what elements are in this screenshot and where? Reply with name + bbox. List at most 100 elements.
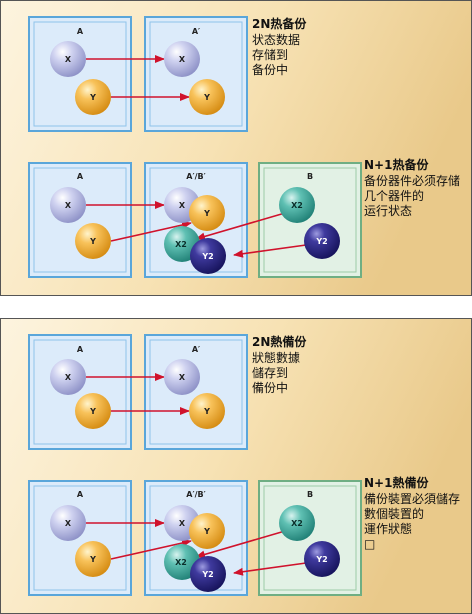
node-x2-label: X2	[291, 201, 303, 210]
desc-line-3: 運作狀態	[364, 521, 412, 536]
section-n1: A A′/B′ B X Y X Y X2 Y2 X2 Y2 N+1热备份 备份器…	[28, 157, 460, 278]
node-y-label: Y	[89, 407, 96, 416]
box-a-prime-label: A′	[192, 27, 200, 36]
node-x	[50, 505, 86, 541]
box-a	[28, 162, 132, 278]
arrow-x2-to-backup	[195, 212, 286, 241]
node-y	[75, 79, 111, 115]
section-title: 2N热备份	[252, 16, 307, 31]
node-x-backup-label: X	[179, 373, 186, 382]
box-b-label: B	[307, 172, 313, 181]
desc-line-1: 備份裝置必須儲存	[364, 491, 460, 506]
node-x-label: X	[65, 373, 72, 382]
node-y-backup	[189, 393, 225, 429]
node-x2	[279, 505, 315, 541]
node-y-backup-label: Y	[203, 93, 210, 102]
arrow-y-to-backup	[110, 221, 192, 242]
box-a-label: A	[77, 172, 84, 181]
box-a-prime	[144, 16, 248, 132]
node-y-label: Y	[89, 93, 96, 102]
box-a-prime-label: A′	[192, 345, 200, 354]
box-a-b-prime-inner	[149, 167, 243, 273]
node-y-backup	[189, 195, 225, 231]
box-a-inner	[33, 167, 127, 273]
node-x	[50, 41, 86, 77]
desc-line-4: □	[364, 537, 375, 551]
node-x-backup-label: X	[179, 519, 186, 528]
node-y-backup	[189, 513, 225, 549]
bottom-panel: A A′ X Y X Y 2N熱備份 狀態數據 儲存到 備份中 A A′/B′ …	[0, 318, 472, 614]
node-y-backup-label: Y	[203, 527, 210, 536]
node-x	[50, 359, 86, 395]
box-a-b-prime-inner	[149, 485, 243, 591]
node-x-label: X	[65, 55, 72, 64]
node-y2-label: Y2	[315, 555, 327, 564]
node-x-label: X	[65, 201, 72, 210]
node-y2-backup-label: Y2	[201, 252, 213, 261]
node-y-label: Y	[89, 555, 96, 564]
section-n1: A A′/B′ B X Y X Y X2 Y2 X2 Y2 N+1熱備份 備份裝…	[28, 475, 460, 596]
node-y2	[304, 223, 340, 259]
box-a-label: A	[77, 27, 84, 36]
node-y-backup-label: Y	[203, 407, 210, 416]
desc-line-2: 存储到	[252, 47, 288, 62]
box-a	[28, 480, 132, 596]
node-x	[50, 187, 86, 223]
box-b-label: B	[307, 490, 313, 499]
node-y	[75, 393, 111, 429]
box-a	[28, 334, 132, 450]
arrow-x2-to-backup	[195, 530, 286, 559]
section-2n: A A′ X Y X Y 2N热备份 状态数据 存储到 备份中	[28, 16, 307, 132]
node-y	[75, 541, 111, 577]
box-b-inner	[263, 485, 357, 591]
section-title: N+1熱備份	[364, 475, 429, 490]
box-a-inner	[33, 21, 127, 127]
section-2n: A A′ X Y X Y 2N熱備份 狀態數據 儲存到 備份中	[28, 334, 307, 450]
box-a-label: A	[77, 345, 84, 354]
node-x-backup-label: X	[179, 201, 186, 210]
node-y2-label: Y2	[315, 237, 327, 246]
node-y-label: Y	[89, 237, 96, 246]
desc-line-1: 状态数据	[252, 32, 300, 47]
desc-line-2: 几个器件的	[364, 188, 424, 203]
desc-line-1: 备份器件必须存储	[364, 173, 460, 188]
desc-line-3: 运行状态	[364, 204, 412, 218]
box-a-inner	[33, 485, 127, 591]
node-x-backup	[164, 359, 200, 395]
box-a-prime-inner	[149, 339, 243, 445]
node-y2-backup	[190, 238, 226, 274]
desc-line-3: 備份中	[252, 380, 288, 395]
node-x-backup	[164, 41, 200, 77]
box-a-prime-inner	[149, 21, 243, 127]
box-a-inner	[33, 339, 127, 445]
node-y2-backup-label: Y2	[201, 570, 213, 579]
section-title: 2N熱備份	[252, 334, 307, 349]
bottom-diagram: A A′ X Y X Y 2N熱備份 狀態數據 儲存到 備份中 A A′/B′ …	[1, 319, 471, 613]
node-y2	[304, 541, 340, 577]
desc-line-2: 儲存到	[252, 366, 288, 380]
arrow-y2-to-backup	[233, 244, 307, 258]
arrow-y2-to-backup	[233, 562, 307, 576]
node-x2-backup-label: X2	[175, 240, 187, 249]
node-x-label: X	[65, 519, 72, 528]
box-a-prime	[144, 334, 248, 450]
desc-line-3: 备份中	[252, 62, 288, 77]
top-panel: A A′ X Y X Y 2N热备份 状态数据 存储到 备份中 A A′/B′ …	[0, 0, 472, 296]
section-title: N+1热备份	[364, 157, 429, 172]
node-y	[75, 223, 111, 259]
node-y-backup	[189, 79, 225, 115]
desc-line-1: 狀態數據	[252, 350, 300, 365]
node-x2-label: X2	[291, 519, 303, 528]
node-x2-backup-label: X2	[175, 558, 187, 567]
node-x2	[279, 187, 315, 223]
top-diagram: A A′ X Y X Y 2N热备份 状态数据 存储到 备份中 A A′/B′ …	[1, 1, 471, 295]
desc-line-2: 數個裝置的	[364, 506, 424, 521]
node-x-backup-label: X	[179, 55, 186, 64]
box-a-b-prime-label: A′/B′	[186, 172, 205, 181]
node-y-backup-label: Y	[203, 209, 210, 218]
box-b-inner	[263, 167, 357, 273]
box-a	[28, 16, 132, 132]
arrow-y-to-backup	[110, 539, 192, 560]
node-y2-backup	[190, 556, 226, 592]
box-a-label: A	[77, 490, 84, 499]
